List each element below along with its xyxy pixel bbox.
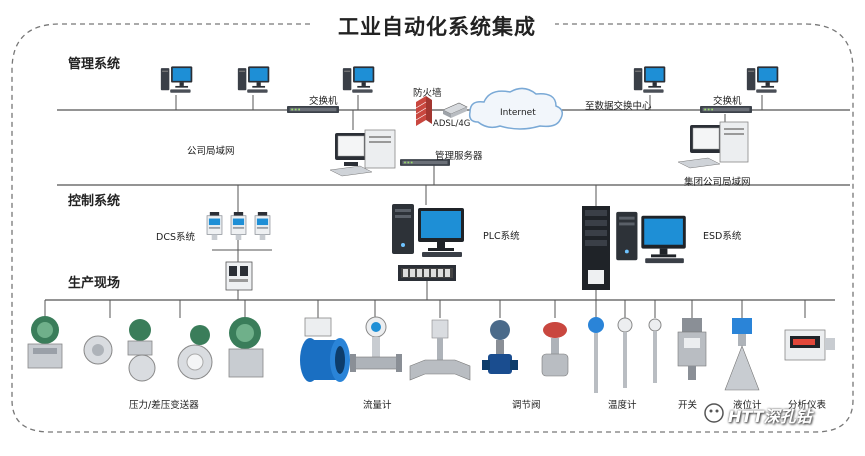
label-flow: 流量计	[363, 400, 392, 411]
pressure-transmitter-1	[27, 316, 63, 369]
label-esd: ESD系统	[703, 231, 742, 242]
label-switch-left: 交换机	[309, 96, 338, 107]
switch-right	[700, 106, 752, 113]
analyzer-device	[784, 329, 835, 361]
dcs-controller-icon	[225, 261, 253, 291]
group-server-icon	[677, 121, 749, 169]
workstation-1	[160, 66, 193, 93]
pressure-transmitter-2	[83, 319, 156, 382]
label-plc: PLC系统	[483, 231, 520, 242]
esd-workstation	[616, 211, 686, 264]
label-dcs: DCS系统	[156, 232, 195, 243]
thermometer-2	[617, 317, 633, 388]
magnetic-flowmeter	[300, 317, 350, 382]
management-server-icon	[329, 129, 396, 177]
label-to-datacenter: 至数据交换中心	[585, 101, 652, 112]
label-analyzer: 分析仪表	[788, 400, 827, 411]
venturi-flowmeter	[409, 319, 471, 381]
dcs-operator-3	[254, 212, 271, 240]
label-switch-device: 开关	[678, 400, 698, 411]
label-mgmt-server: 管理服务器	[435, 151, 483, 162]
label-level: 液位计	[733, 400, 762, 411]
control-valve-1	[482, 320, 518, 374]
firewall-icon	[415, 96, 432, 126]
switch-left	[287, 106, 339, 113]
thermometer-3	[648, 318, 662, 383]
label-group-lan: 集团公司局域网	[684, 177, 751, 188]
pressure-transmitter-3	[177, 325, 213, 380]
section-control: 控制系统	[68, 194, 121, 209]
workstation-5	[746, 66, 779, 93]
plc-workstation	[392, 204, 464, 257]
workstation-3	[342, 66, 375, 93]
thermometer-1	[588, 317, 604, 393]
label-company-lan: 公司局域网	[187, 146, 235, 157]
diagram-title: 工业自动化系统集成	[338, 15, 536, 39]
label-adsl: ADSL/4G	[433, 119, 471, 129]
workstation-4	[633, 66, 666, 93]
dcs-operator-1	[206, 212, 223, 240]
outer-dashed-frame	[11, 23, 854, 433]
pressure-transmitter-4	[228, 317, 264, 378]
label-firewall: 防火墙	[413, 88, 442, 99]
internet-cloud-icon	[468, 87, 563, 130]
workstation-2	[237, 66, 270, 93]
control-valve-2	[541, 322, 569, 377]
switch-device	[677, 318, 707, 380]
wechat-logo-icon	[704, 403, 724, 423]
router-icon	[442, 102, 468, 118]
label-switch-right: 交换机	[713, 96, 742, 107]
label-pressure: 压力/差压变送器	[129, 400, 199, 411]
esd-cabinet-icon	[582, 206, 610, 290]
label-valve: 调节阀	[512, 400, 541, 411]
dcs-operator-2	[230, 212, 247, 240]
plc-rack-icon	[398, 265, 456, 281]
watermark-text: HTT深孔钻	[728, 407, 812, 426]
level-meter	[724, 318, 760, 391]
section-management: 管理系统	[68, 57, 121, 72]
section-field: 生产现场	[68, 276, 121, 291]
label-temperature: 温度计	[608, 400, 637, 411]
label-internet: Internet	[500, 108, 536, 118]
vortex-flowmeter	[350, 316, 402, 372]
